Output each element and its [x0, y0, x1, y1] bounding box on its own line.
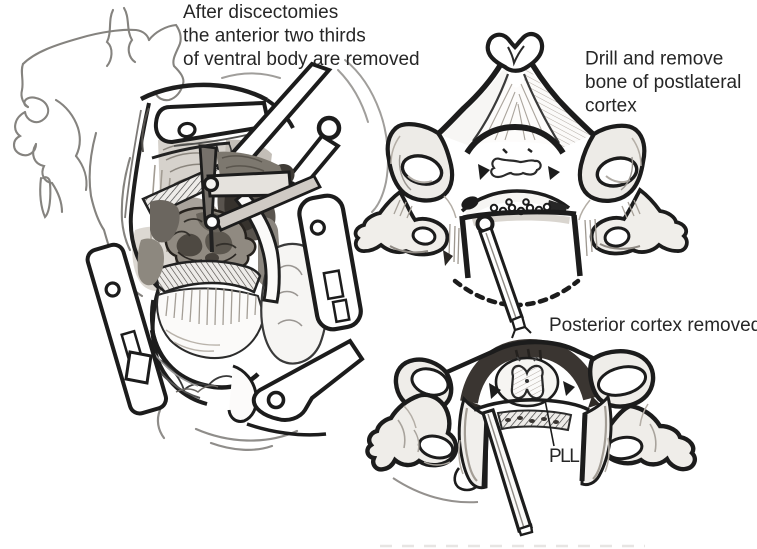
svg-text:Posterior cortex removed: Posterior cortex removed [549, 315, 757, 336]
svg-text:the anterior two thirds: the anterior two thirds [183, 26, 366, 47]
svg-text:After discectomies: After discectomies [183, 2, 338, 23]
svg-text:Drill and remove: Drill and remove [585, 49, 723, 70]
svg-text:bone of postlateral: bone of postlateral [585, 72, 741, 93]
svg-text:cortex: cortex [585, 96, 637, 117]
svg-text:PLL: PLL [549, 446, 579, 467]
svg-text:of ventral body are removed: of ventral body are removed [183, 49, 420, 70]
